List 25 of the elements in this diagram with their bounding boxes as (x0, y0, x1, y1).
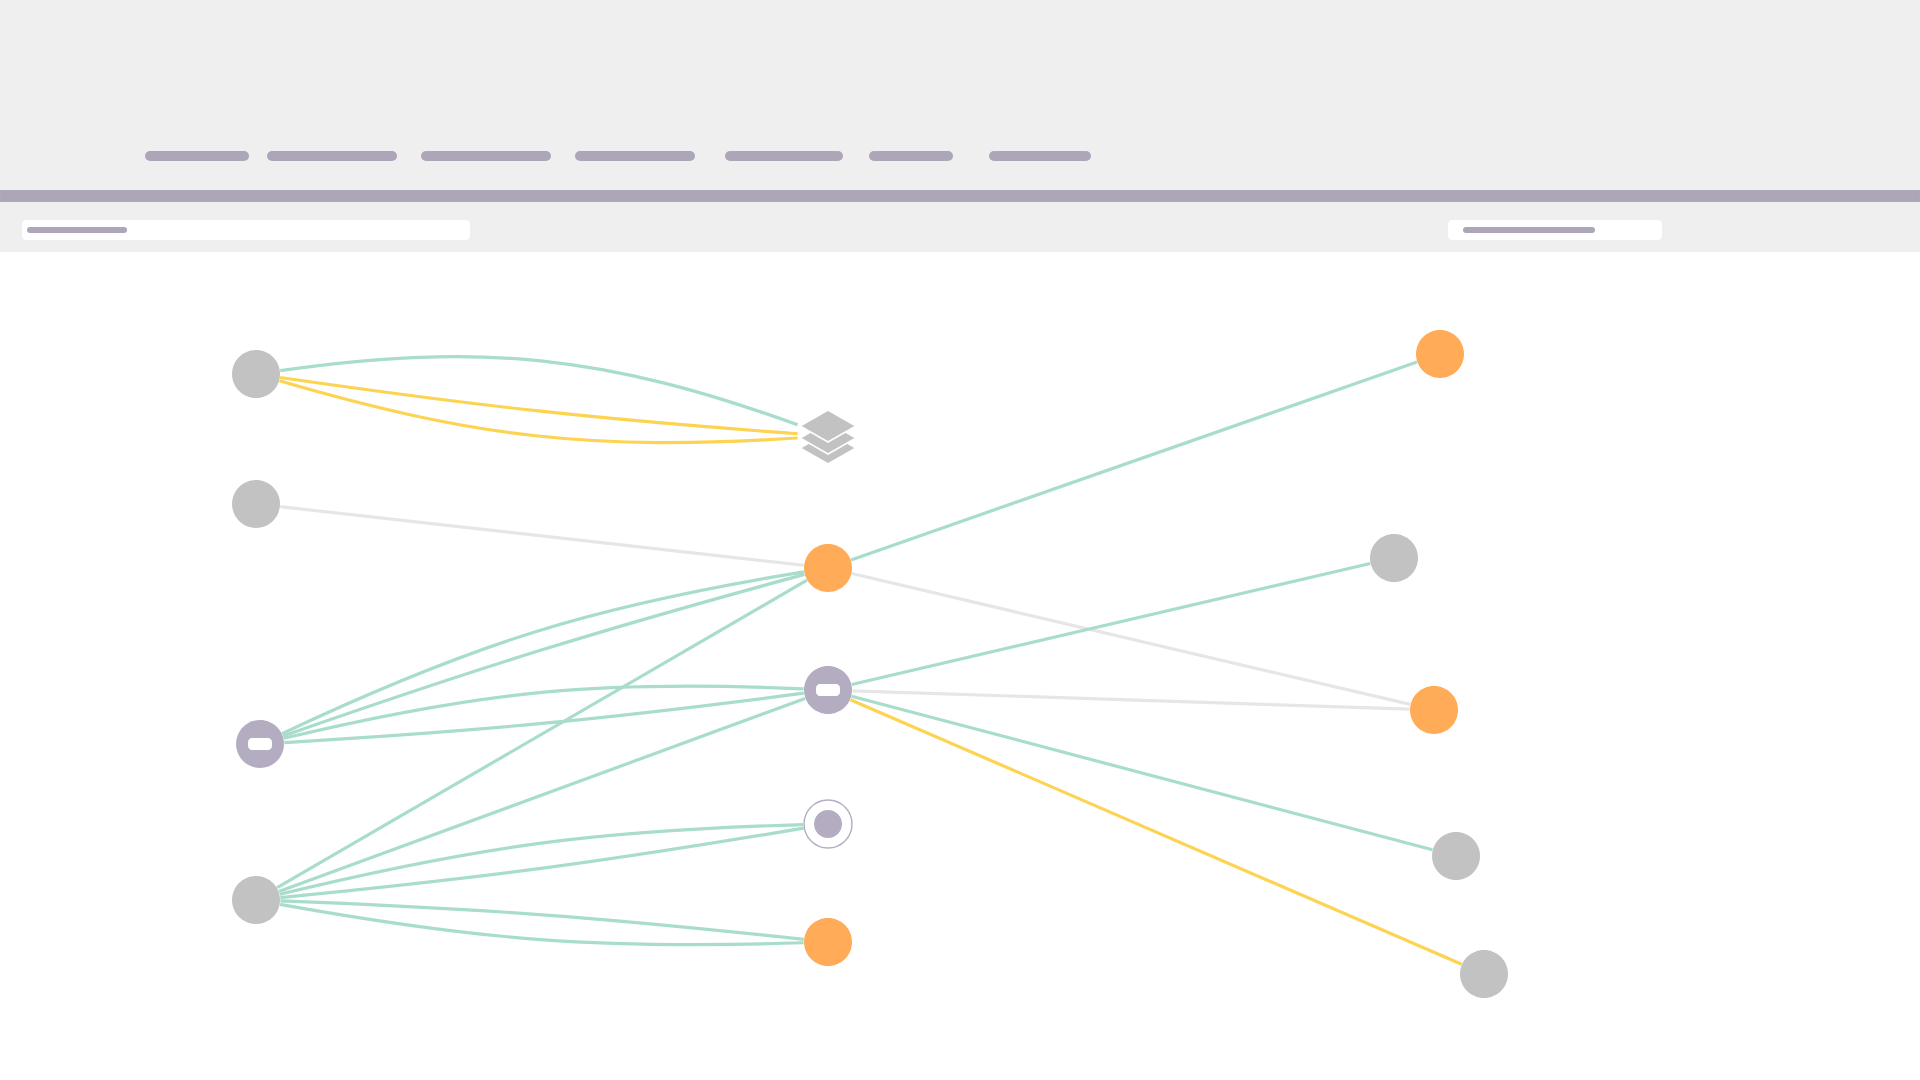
connector (280, 505, 804, 567)
target-node (803, 799, 853, 849)
connector (280, 355, 799, 427)
connector (279, 375, 798, 436)
connector (851, 572, 1411, 706)
token-node (236, 720, 285, 768)
connector (851, 561, 1371, 686)
circle-node (1370, 534, 1418, 582)
connector (851, 694, 1433, 852)
circle-node (804, 544, 852, 592)
connector (279, 379, 798, 445)
connector (849, 698, 1463, 966)
circle-node (232, 480, 281, 528)
circle-node (232, 876, 281, 924)
circle-node (232, 350, 281, 398)
circle-node (1416, 330, 1464, 378)
circle-node (1432, 832, 1480, 880)
connector (852, 689, 1410, 711)
circle-node (1460, 950, 1508, 998)
connector (276, 578, 808, 890)
circle-node (1410, 686, 1458, 734)
connector (850, 360, 1418, 562)
circle-node (804, 918, 852, 966)
connector (278, 696, 806, 894)
token-node (804, 666, 852, 714)
